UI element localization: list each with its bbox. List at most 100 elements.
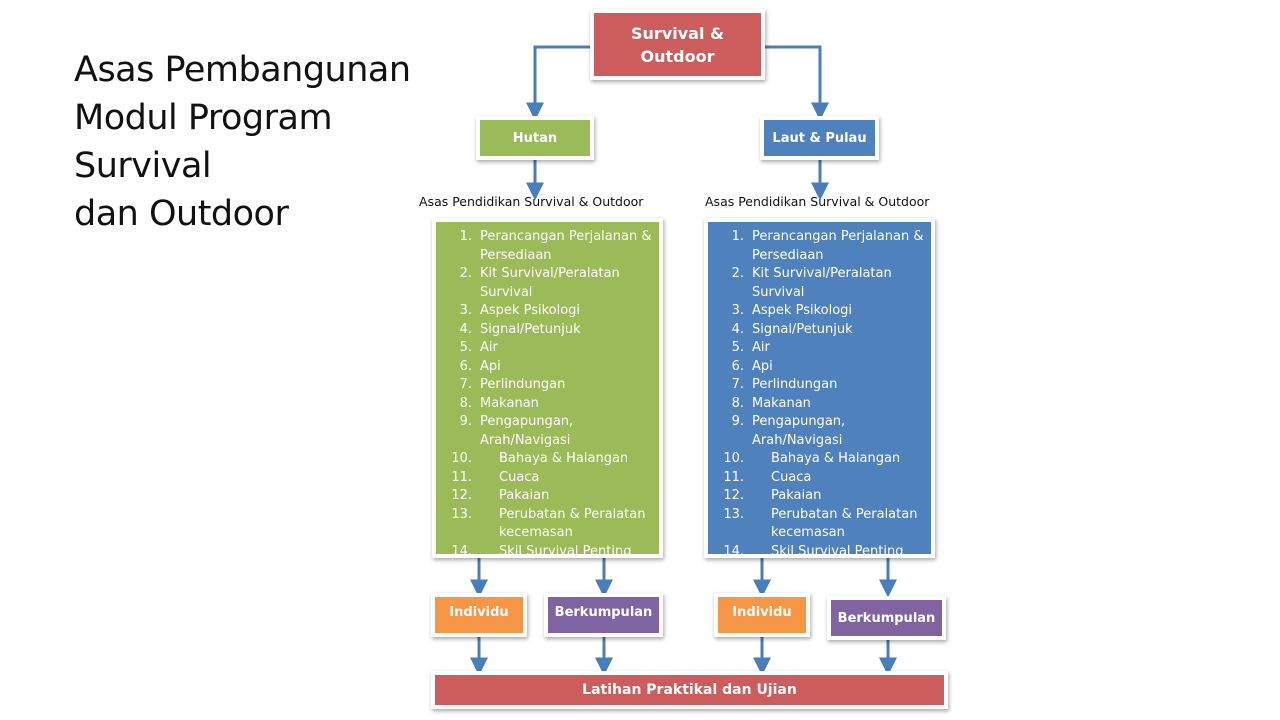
top-node: Survival & Outdoor <box>590 9 765 80</box>
bottom-node: Latihan Praktikal dan Ujian <box>431 671 948 709</box>
berkumpulan-right: Berkumpulan <box>827 596 946 640</box>
title-line-4: dan Outdoor <box>74 194 289 234</box>
list-item: 13. Perubatan & Peralatan kecemasan <box>708 506 925 543</box>
list-item-text: Perancangan Perjalanan & Persediaan <box>480 229 652 263</box>
list-item: 6. Api <box>708 358 925 377</box>
individu-right: Individu <box>714 593 810 637</box>
list-item-number: 6. <box>731 358 744 374</box>
list-item-text: Pakaian <box>499 488 550 503</box>
title-line-3: Survival <box>74 146 212 186</box>
list-item-text: Perlindungan <box>480 377 566 392</box>
list-item-text: Perubatan & Peralatan kecemasan <box>771 506 918 541</box>
list-item-number: 9. <box>459 414 472 429</box>
branch-hutan-label: Hutan <box>512 130 558 146</box>
list-item: 14. Skil Survival Penting <box>708 543 925 562</box>
list-item: 3.Aspek Psikologi <box>436 302 653 321</box>
list-item-number: 5. <box>731 340 744 355</box>
list-item: 2. Kit Survival/Peralatan Survival <box>436 265 653 302</box>
list-item-number: 4. <box>459 321 472 337</box>
list-item-number: 8. <box>731 395 744 411</box>
list-item: 3. Aspek Psikologi <box>708 302 925 321</box>
list-item-text: Signal/Petunjuk <box>752 321 853 337</box>
list-item-number: 7. <box>731 377 744 392</box>
list-item: 6.Api <box>436 358 653 377</box>
arrow-top-to-hutan <box>526 45 594 121</box>
list-item-text: Cuaca <box>499 469 540 485</box>
list-item-number: 5. <box>459 340 472 355</box>
list-item-number: 2. <box>459 266 472 281</box>
list-item-text: Perancangan Perjalanan & Persediaan <box>752 229 924 263</box>
list-item-text: Perubatan & Peralatan kecemasan <box>499 506 646 541</box>
list-item-number: 8. <box>459 395 472 411</box>
list-item-number: 12. <box>723 488 744 503</box>
list-item-text: Bahaya & Halangan <box>771 451 901 466</box>
list-item-text: Api <box>480 358 501 374</box>
list-item-number: 4. <box>731 321 744 337</box>
list-item: 9. Pengapungan, Arah/Navigasi <box>436 413 653 450</box>
list-item-text: Signal/Petunjuk <box>480 321 581 337</box>
list-item-text: Makanan <box>752 395 811 411</box>
title-line-1: Asas Pembangunan <box>74 50 411 90</box>
list-item-text: Bahaya & Halangan <box>499 451 629 466</box>
principles-list-left: 1. Perancangan Perjalanan & Persediaan 2. K… <box>432 218 663 559</box>
list-item: 8. Makanan <box>708 395 925 414</box>
list-item-text: Pakaian <box>771 488 822 503</box>
list-item-number: 11. <box>723 469 744 485</box>
list-item: 7. Perlindungan <box>436 376 653 395</box>
list-item-text: Kit Survival/Peralatan Survival <box>480 266 620 300</box>
list-item-text: Cuaca <box>771 469 812 485</box>
list-item: 9. Pengapungan, Arah/Navigasi <box>708 413 925 450</box>
title-line-2: Modul Program <box>74 98 333 138</box>
list-item: 10. Bahaya & Halangan <box>436 450 653 469</box>
berkumpulan-right-label: Berkumpulan <box>837 610 936 626</box>
list-item-number: 9. <box>731 414 744 429</box>
list-item-text: Skil Survival Penting <box>499 543 632 559</box>
list-item-text: Api <box>752 358 773 374</box>
heading-right: Asas Pendidikan Survival & Outdoor <box>705 194 930 209</box>
list-item-number: 1. <box>459 229 472 244</box>
individu-right-label: Individu <box>732 605 792 620</box>
arrow-top-to-laut <box>761 45 829 121</box>
berkumpulan-left-label: Berkumpulan <box>554 605 653 620</box>
list-item-number: 7. <box>459 377 472 392</box>
list-item: 4. Signal/Petunjuk <box>708 321 925 340</box>
list-item-text: Kit Survival/Peralatan Survival <box>752 266 892 300</box>
list-item: 11. Cuaca <box>436 469 653 488</box>
individu-left-label: Individu <box>449 605 509 620</box>
list-item-number: 1. <box>731 229 744 244</box>
list-item: 4. Signal/Petunjuk <box>436 321 653 340</box>
list-item-number: 13. <box>451 506 472 522</box>
list-item: 7. Perlindungan <box>708 376 925 395</box>
list-item-number: 10. <box>451 451 472 466</box>
list-item: 12. Pakaian <box>708 487 925 506</box>
list-item-text: Pengapungan, Arah/Navigasi <box>752 414 846 448</box>
list-item-text: Aspek Psikologi <box>752 303 853 318</box>
list-item: 1. Perancangan Perjalanan & Persediaan <box>708 228 925 265</box>
list-item-number: 11. <box>451 469 472 485</box>
list-item-number: 10. <box>723 451 744 466</box>
bottom-node-label: Latihan Praktikal dan Ujian <box>582 682 797 698</box>
list-item-number: 12. <box>451 488 472 503</box>
branch-laut-pulau: Laut & Pulau <box>760 116 879 160</box>
list-item: 1. Perancangan Perjalanan & Persediaan <box>436 228 653 265</box>
top-node-label: Survival & Outdoor <box>631 23 724 66</box>
slide-title: Asas Pembangunan Modul Program Survival … <box>74 46 411 238</box>
list-item-number: 3. <box>459 303 472 318</box>
list-item-text: Perlindungan <box>752 377 838 392</box>
list-item: 11. Cuaca <box>708 469 925 488</box>
list-item-number: 14. <box>723 543 744 559</box>
list-item-text: Air <box>480 340 498 355</box>
individu-left: Individu <box>431 593 527 637</box>
list-item-number: 14. <box>451 543 472 559</box>
list-item: 13. Perubatan & Peralatan kecemasan <box>436 506 653 543</box>
list-item: 10. Bahaya & Halangan <box>708 450 925 469</box>
list-item-text: Pengapungan, Arah/Navigasi <box>480 414 574 448</box>
berkumpulan-left: Berkumpulan <box>544 593 663 637</box>
list-item-number: 13. <box>723 506 744 522</box>
list-item-number: 3. <box>731 303 744 318</box>
list-item: 12. Pakaian <box>436 487 653 506</box>
list-item-text: Skil Survival Penting <box>771 543 904 559</box>
